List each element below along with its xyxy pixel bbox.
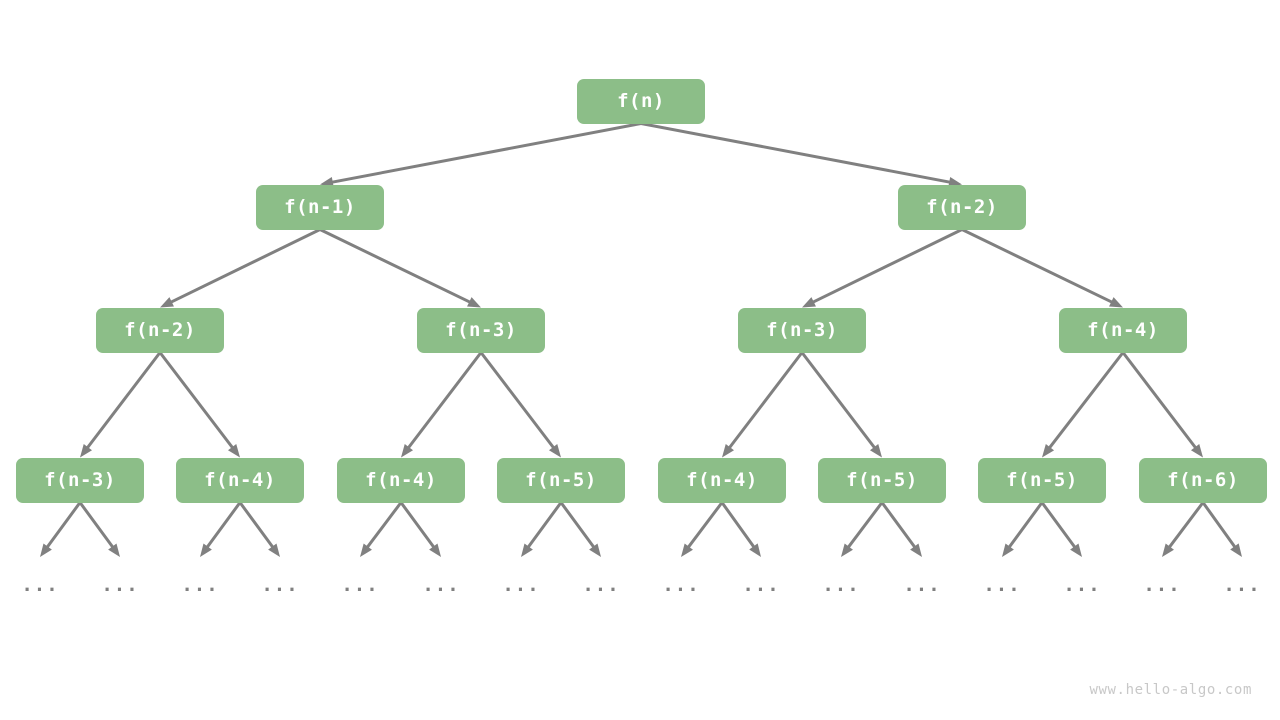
ellipsis-marker: ... [261,574,299,596]
tree-edge [640,122,962,188]
tree-node[interactable]: f(n-3) [738,307,866,353]
tree-edge-to-ellipsis [681,501,724,557]
tree-node[interactable]: f(n-3) [417,307,545,353]
ellipsis-marker: ... [582,574,620,596]
watermark: www.hello-algo.com [1089,682,1252,698]
tree-node[interactable]: f(n) [577,78,705,124]
tree-edge [158,351,240,458]
tree-edge [802,228,963,308]
tree-node[interactable]: f(n-4) [176,457,304,503]
tree-edge-to-ellipsis [1162,501,1205,557]
tree-edge-to-ellipsis [40,501,82,557]
tree-node[interactable]: f(n-4) [658,457,786,503]
tree-edge [1042,351,1125,458]
ellipsis-marker: ... [822,574,860,596]
tree-edge-to-ellipsis [559,501,601,557]
tree-edge-to-ellipsis [720,501,761,557]
tree-edge-to-ellipsis [78,501,120,557]
tree-node[interactable]: f(n-2) [96,307,224,353]
tree-edge [1121,351,1203,458]
tree-node[interactable]: f(n-4) [1059,307,1187,353]
tree-edge-to-ellipsis [238,501,280,557]
tree-node[interactable]: f(n-1) [256,184,384,230]
tree-node[interactable]: f(n-5) [818,457,946,503]
tree-edge [80,351,162,458]
tree-node[interactable]: f(n-3) [16,457,144,503]
ellipsis-marker: ... [1143,574,1181,596]
tree-node[interactable]: f(n-2) [898,184,1026,230]
tree-node[interactable]: f(n-5) [978,457,1106,503]
tree-edge [800,351,882,458]
ellipsis-marker: ... [1063,574,1101,596]
tree-edge-to-ellipsis [880,501,922,557]
ellipsis-marker: ... [742,574,780,596]
ellipsis-marker: ... [422,574,460,596]
ellipsis-marker: ... [21,574,59,596]
tree-edge [160,228,321,308]
tree-edge-to-ellipsis [360,501,403,557]
tree-edge-to-ellipsis [1040,501,1082,557]
tree-edge [319,228,481,308]
tree-edge-to-ellipsis [200,501,242,557]
ellipsis-marker: ... [101,574,139,596]
tree-node[interactable]: f(n-4) [337,457,465,503]
ellipsis-marker: ... [662,574,700,596]
tree-edge [320,122,642,188]
tree-edge-to-ellipsis [841,501,884,557]
tree-edge [479,351,561,458]
ellipsis-marker: ... [181,574,219,596]
tree-edge [722,351,804,458]
tree-edge [401,351,483,458]
tree-node[interactable]: f(n-6) [1139,457,1267,503]
ellipsis-marker: ... [341,574,379,596]
ellipsis-marker: ... [502,574,540,596]
tree-edge-to-ellipsis [1201,501,1242,557]
ellipsis-marker: ... [983,574,1021,596]
tree-edge-to-ellipsis [521,501,563,557]
tree-edge-to-ellipsis [1002,501,1044,557]
tree-edge [961,228,1123,308]
tree-node[interactable]: f(n-5) [497,457,625,503]
ellipsis-marker: ... [1223,574,1261,596]
ellipsis-marker: ... [903,574,941,596]
tree-edge-to-ellipsis [399,501,441,557]
